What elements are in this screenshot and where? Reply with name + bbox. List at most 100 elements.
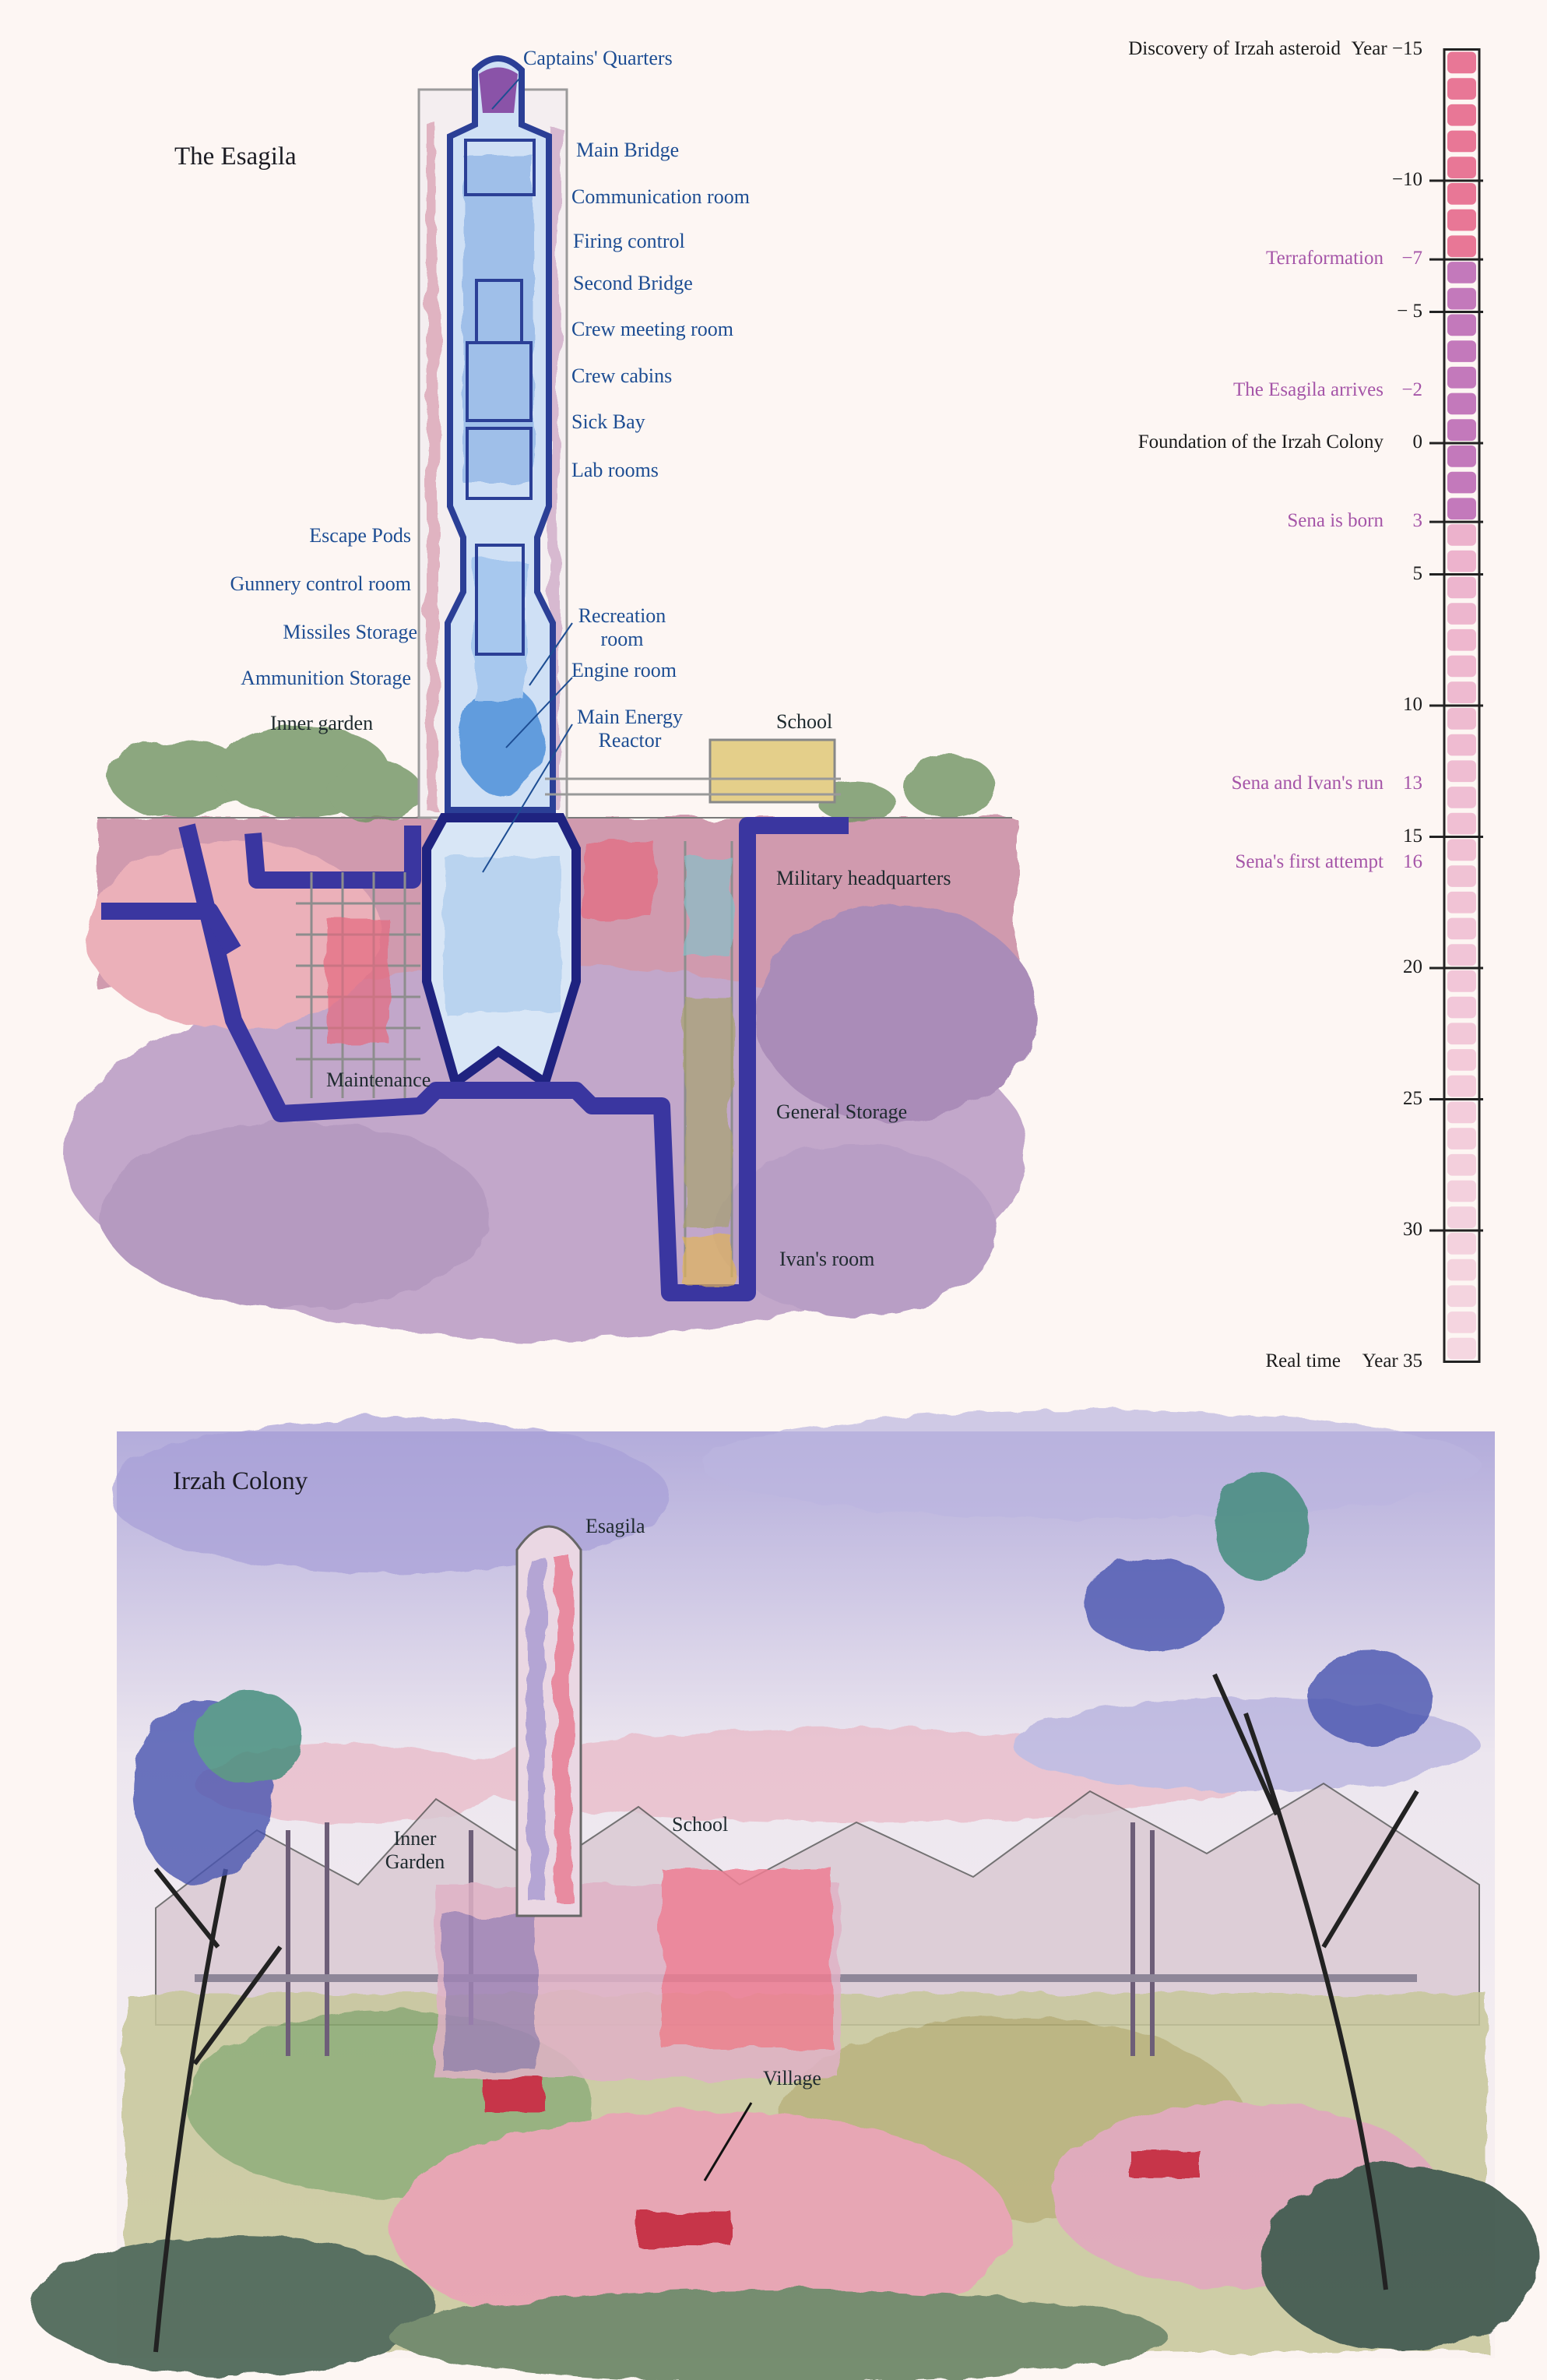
- timeline-event-label: The Esagila arrives: [1233, 378, 1384, 400]
- timeline-event-year: −2: [1401, 378, 1422, 400]
- label-colony-school: School: [672, 1813, 729, 1836]
- timeline-bar: [1429, 48, 1483, 1363]
- timeline-year-cell: [1447, 550, 1476, 572]
- timeline-year-cell: [1447, 812, 1476, 835]
- timeline-year-cell: [1447, 78, 1476, 100]
- timeline-event-year: Year 35: [1362, 1350, 1422, 1371]
- timeline-year-cell: [1447, 1311, 1476, 1333]
- label-colony-inner-garden-line1: Inner: [393, 1827, 437, 1850]
- timeline-year-cell: [1447, 1206, 1476, 1228]
- timeline-tick-label: 15: [1403, 825, 1422, 847]
- timeline-year-cell: [1447, 1101, 1476, 1124]
- timeline-event-year: 3: [1412, 510, 1423, 532]
- timeline-year-cell: [1447, 1049, 1476, 1071]
- timeline-year-cell: [1447, 839, 1476, 861]
- label-missiles-storage: Missiles Storage: [283, 621, 417, 643]
- timeline-event-year: Year −15: [1351, 37, 1422, 59]
- timeline-year-cell: [1447, 1259, 1476, 1281]
- timeline-year-cell: [1447, 340, 1476, 362]
- timeline-event-label: Real time: [1265, 1350, 1341, 1371]
- timeline-year-cell: [1447, 734, 1476, 756]
- label-military-headquarters: Military headquarters: [776, 867, 951, 889]
- timeline-year-cell: [1447, 1180, 1476, 1202]
- colony-title: Irzah Colony: [173, 1467, 308, 1495]
- timeline-tick-label: −10: [1391, 169, 1422, 190]
- timeline-year-cell: [1447, 287, 1476, 310]
- esagila-cross-section: [62, 55, 1035, 1340]
- label-escape-pods: Escape Pods: [309, 524, 411, 547]
- timeline-year-cell: [1447, 865, 1476, 887]
- timeline-year-cell: [1447, 419, 1476, 441]
- timeline-year-cell: [1447, 603, 1476, 625]
- timeline-year-cell: [1447, 970, 1476, 992]
- label-main-energy-reactor-line1: Main Energy: [577, 706, 683, 728]
- timeline-year-cell: [1447, 891, 1476, 914]
- label-lab-rooms: Lab rooms: [571, 459, 659, 481]
- label-recreation-room-line1: Recreation: [578, 604, 666, 627]
- timeline-year-cell: [1447, 1075, 1476, 1097]
- label-general-storage: General Storage: [776, 1100, 908, 1123]
- timeline-year-cell: [1447, 104, 1476, 126]
- label-engine-room: Engine room: [571, 659, 677, 681]
- label-colony-inner-garden: Inner Garden: [380, 1827, 450, 1874]
- timeline-year-cell: [1447, 760, 1476, 783]
- label-ammunition-storage: Ammunition Storage: [241, 667, 411, 689]
- label-communication-room: Communication room: [571, 185, 750, 208]
- label-recreation-room: Recreation room: [571, 604, 673, 651]
- timeline-year-cell: [1447, 1285, 1476, 1308]
- timeline-year-cell: [1447, 681, 1476, 703]
- timeline-year-cell: [1447, 314, 1476, 336]
- timeline-year-cell: [1447, 1128, 1476, 1150]
- label-maintenance: Maintenance: [326, 1069, 431, 1091]
- label-sick-bay: Sick Bay: [571, 410, 645, 433]
- timeline-year-cell: [1447, 628, 1476, 651]
- timeline-year-cell: [1447, 787, 1476, 808]
- label-colony-esagila: Esagila: [585, 1515, 645, 1537]
- timeline-year-cell: [1447, 471, 1476, 494]
- label-colony-inner-garden-line2: Garden: [385, 1850, 445, 1873]
- timeline-event-label: Foundation of the Irzah Colony: [1137, 431, 1384, 452]
- irzah-colony-landscape: [31, 1410, 1542, 2380]
- label-school: School: [776, 710, 833, 733]
- timeline-year-cell: [1447, 1337, 1476, 1360]
- label-main-bridge: Main Bridge: [576, 139, 680, 161]
- timeline-year-cell: [1447, 1023, 1476, 1045]
- timeline-year-cell: [1447, 366, 1476, 389]
- timeline-tick-label: 5: [1412, 562, 1423, 584]
- timeline-event-label: Terraformation: [1266, 248, 1384, 269]
- timeline-event-year: 0: [1412, 431, 1423, 452]
- timeline-year-cell: [1447, 1153, 1476, 1176]
- timeline-year-cell: [1447, 393, 1476, 415]
- timeline-year-cell: [1447, 157, 1476, 178]
- timeline-event-year: 16: [1403, 851, 1422, 873]
- label-crew-meeting-room: Crew meeting room: [571, 318, 733, 340]
- timeline-tick-label: 30: [1403, 1219, 1422, 1240]
- label-crew-cabins: Crew cabins: [571, 364, 673, 387]
- timeline-tick-label: 20: [1403, 956, 1422, 977]
- timeline-year-cell: [1447, 996, 1476, 1019]
- label-captains-quarters: Captains' Quarters: [523, 47, 673, 69]
- timeline-year-cell: [1447, 576, 1476, 599]
- label-gunnery-control-room: Gunnery control room: [230, 572, 411, 595]
- timeline-event-label: Sena is born: [1287, 510, 1384, 532]
- label-ivans-room: Ivan's room: [779, 1248, 875, 1270]
- timeline-tick-label: 25: [1403, 1087, 1422, 1109]
- timeline-year-cell: [1447, 1233, 1476, 1255]
- timeline-year-cell: [1447, 209, 1476, 231]
- timeline-year-cell: [1447, 917, 1476, 940]
- timeline-year-cell: [1447, 944, 1476, 966]
- timeline-year-cell: [1447, 524, 1476, 546]
- timeline-year-cell: [1447, 445, 1476, 467]
- timeline-event-year: −7: [1401, 248, 1422, 269]
- timeline-year-cell: [1447, 235, 1476, 258]
- timeline-event-label: Sena's first attempt: [1235, 851, 1384, 873]
- label-colony-village: Village: [763, 2067, 821, 2090]
- label-main-energy-reactor-line2: Reactor: [598, 729, 662, 752]
- label-second-bridge: Second Bridge: [573, 272, 693, 294]
- label-inner-garden: Inner garden: [270, 712, 374, 734]
- timeline-year-cell: [1447, 708, 1476, 730]
- timeline-event-label: Sena and Ivan's run: [1231, 773, 1384, 794]
- label-main-energy-reactor: Main Energy Reactor: [571, 706, 688, 752]
- label-firing-control: Firing control: [573, 230, 685, 252]
